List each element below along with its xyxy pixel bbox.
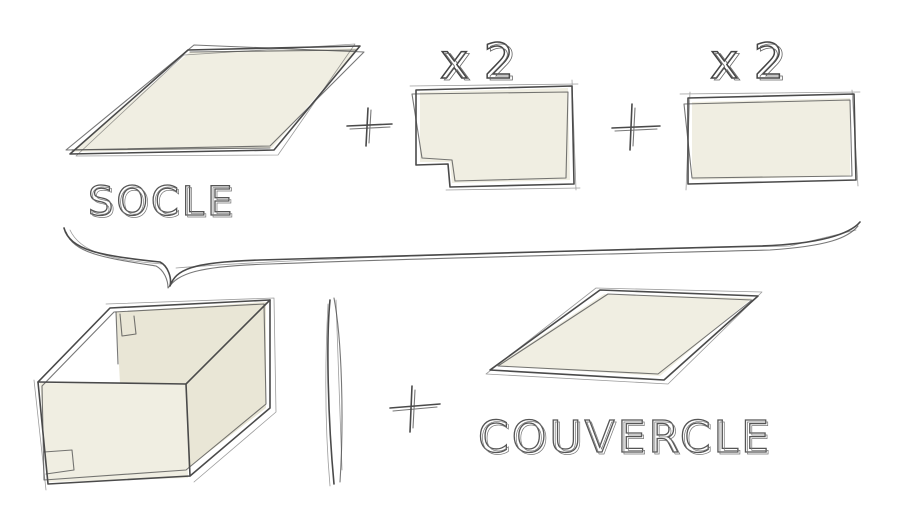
svg-text:x 2: x 2	[443, 36, 517, 92]
multiplier-text-2: x 2	[710, 34, 784, 90]
base-label-text: SOCLE	[88, 179, 235, 225]
separator-line	[325, 297, 343, 487]
multiplier-text-1: x 2	[440, 34, 514, 90]
multiplier-label-1: x 2 x 2	[439, 33, 517, 92]
plus-sign-1	[346, 107, 393, 147]
multiplier-label-2: x 2 x 2	[709, 33, 787, 92]
svg-text:SOCLE: SOCLE	[90, 181, 237, 227]
plus-sign-2	[611, 103, 661, 151]
assembled-box	[33, 297, 277, 491]
lid-label: COUVERCLE COUVERCLE	[477, 411, 774, 465]
base-label: SOCLE SOCLE	[87, 178, 237, 227]
svg-text:COUVERCLE: COUVERCLE	[480, 414, 774, 465]
grouping-brace	[63, 221, 861, 289]
side-panel-a	[409, 79, 581, 191]
lid-label-text: COUVERCLE	[478, 412, 772, 463]
plus-sign-3	[389, 385, 441, 433]
svg-text:x 2: x 2	[713, 36, 787, 92]
side-panel-b	[679, 89, 861, 191]
lid-panel	[485, 287, 763, 385]
base-panel	[65, 43, 365, 157]
